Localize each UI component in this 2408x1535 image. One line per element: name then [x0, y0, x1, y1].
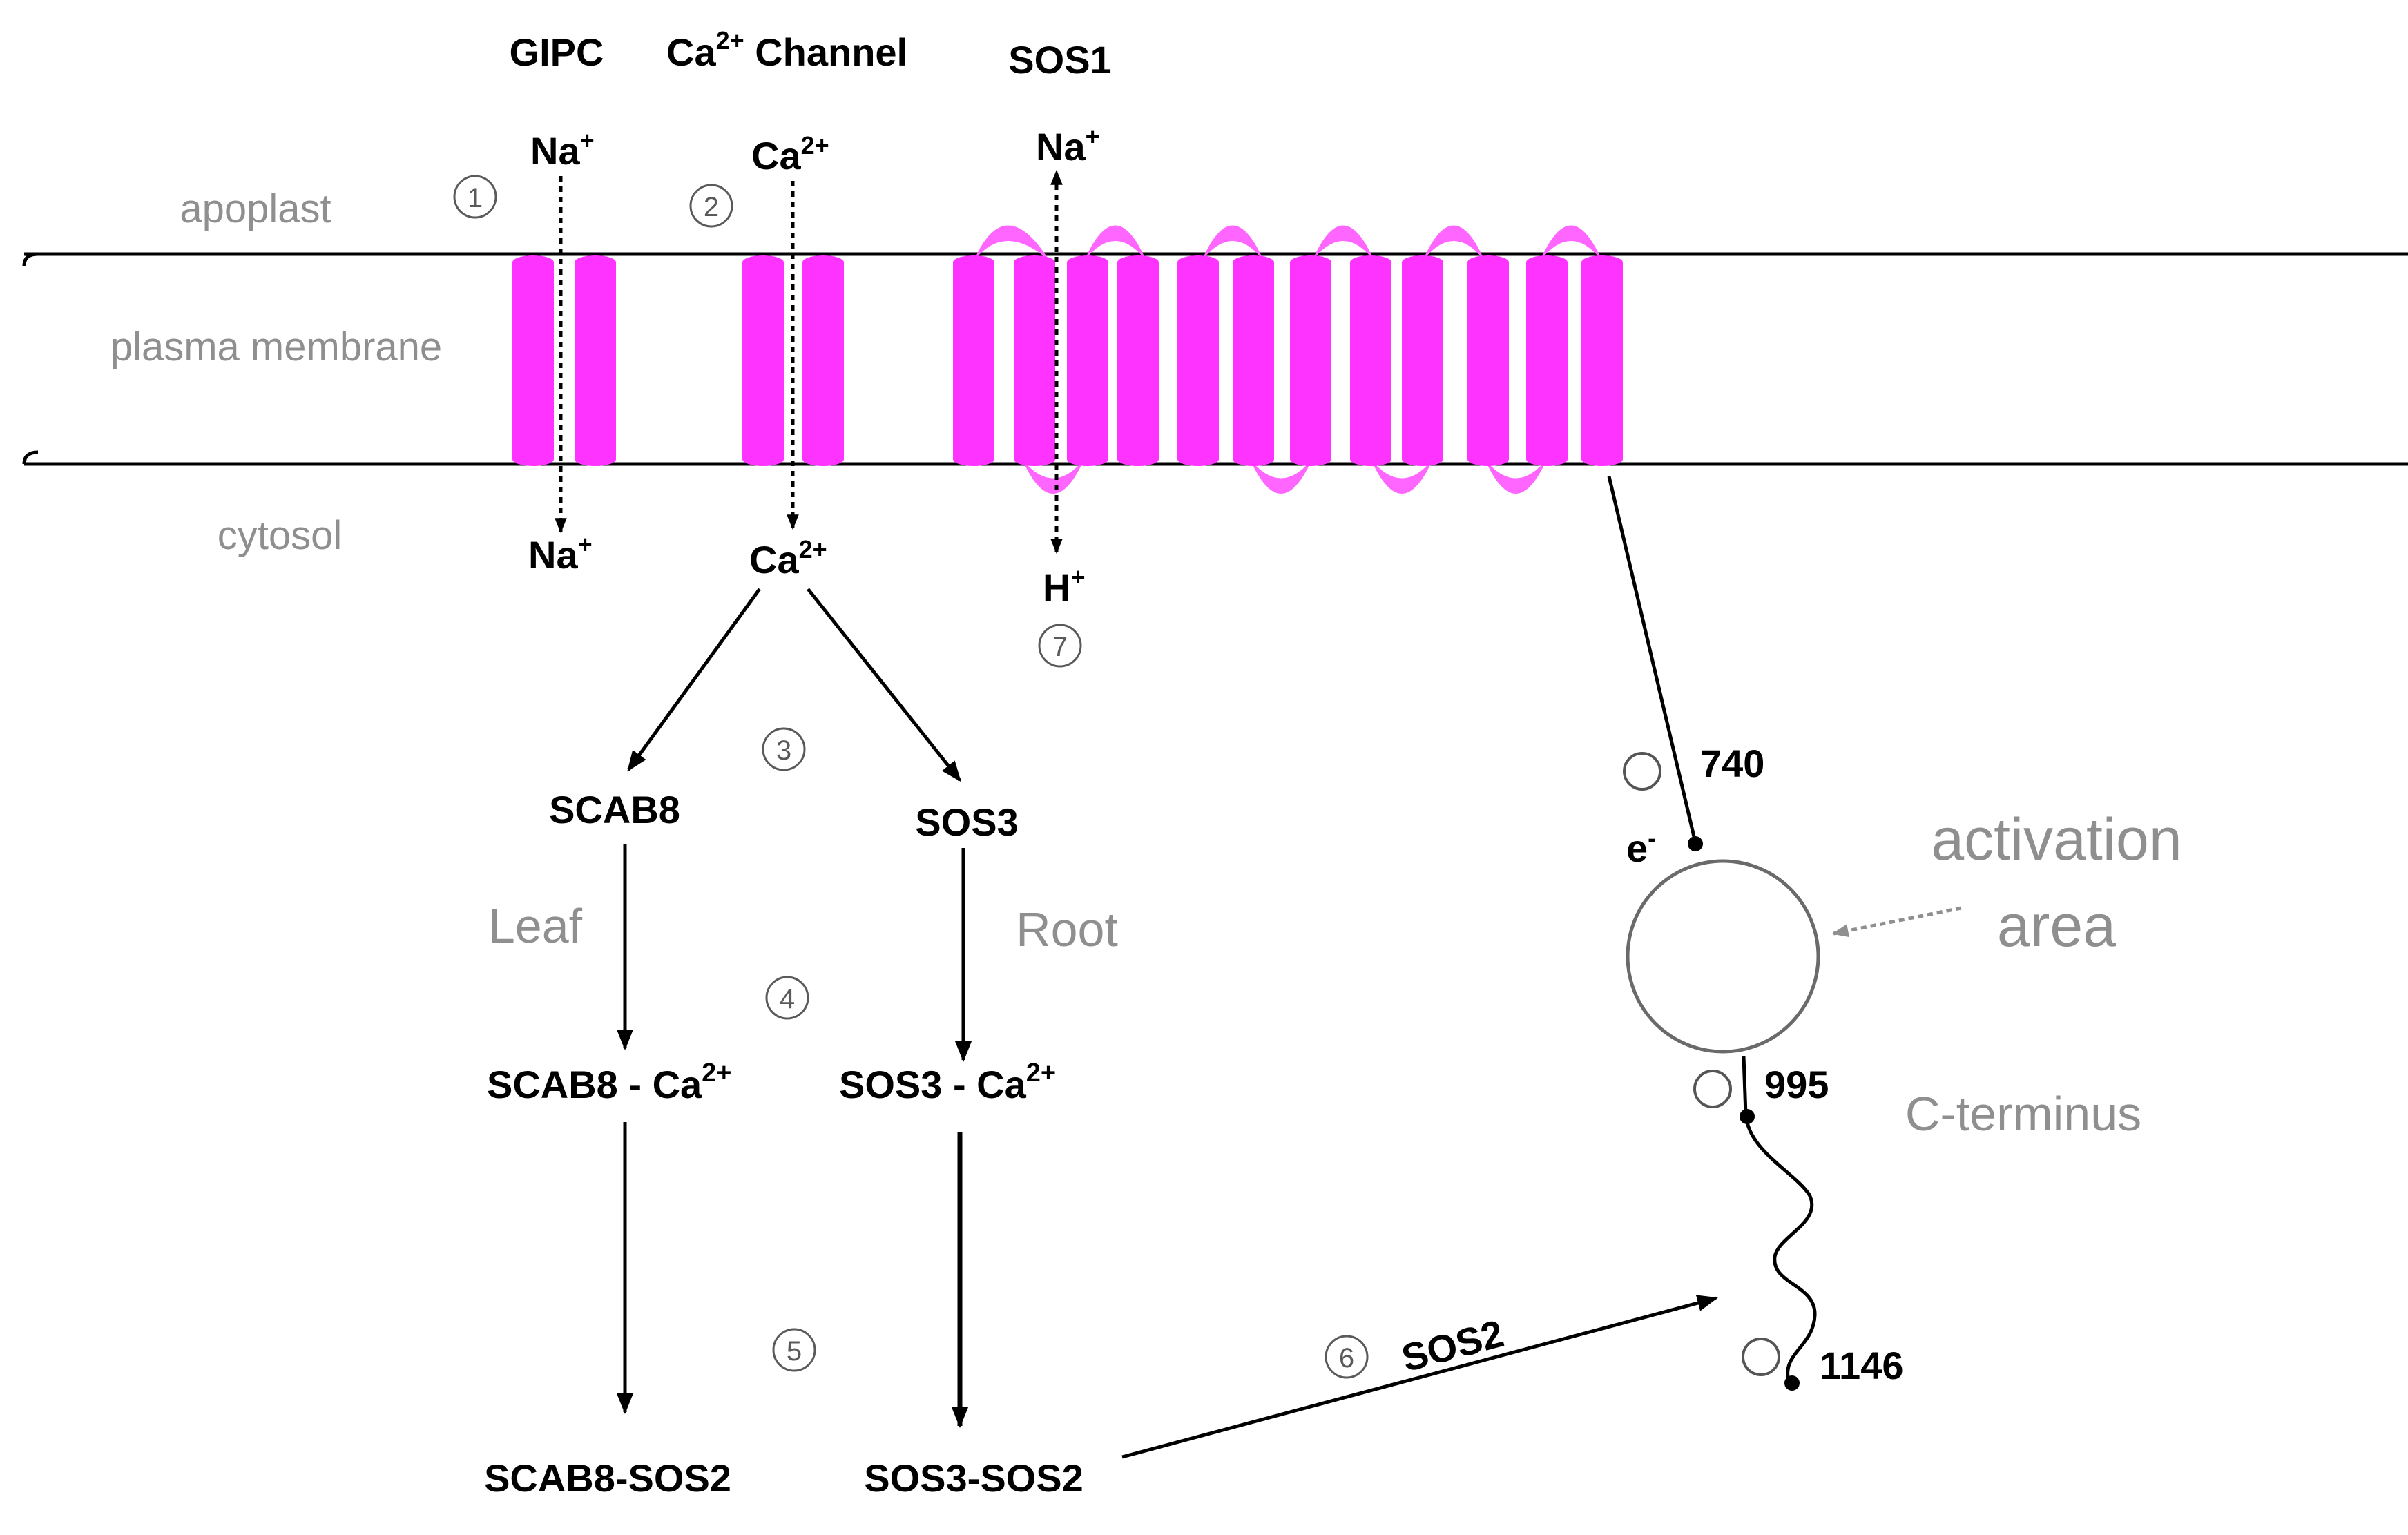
ca-ion-apoplast: Ca2+: [751, 131, 829, 177]
residue-995-label: 995: [1764, 1063, 1829, 1106]
activation-domain-circle: [1626, 859, 1820, 1054]
plasma-membrane-label: plasma membrane: [110, 325, 442, 369]
scab8-sos2-label: SCAB8-SOS2: [484, 1456, 731, 1500]
ca-channel: [742, 255, 844, 466]
svg-text:7: 7: [1052, 632, 1068, 662]
svg-text:5: 5: [787, 1336, 802, 1367]
sos1-loops: [974, 225, 1602, 494]
apoplast-label: apoplast: [180, 186, 331, 231]
residue-740-dot: [1688, 836, 1703, 851]
electron-label: e-: [1626, 824, 1656, 870]
step-1-marker: 1: [453, 175, 497, 219]
residue-740-site: [1623, 752, 1661, 791]
svg-text:6: 6: [1339, 1343, 1354, 1373]
residue-1146-site: [1742, 1338, 1780, 1376]
scab8-ca-complex-label: SCAB8 - Ca2+: [487, 1059, 732, 1106]
residue-995-site: [1693, 1070, 1732, 1108]
root-label: Root: [1016, 902, 1118, 956]
svg-text:2: 2: [704, 192, 719, 222]
sos1-transmembrane-helices: [953, 255, 1623, 466]
step-6-marker: 6: [1325, 1335, 1369, 1379]
ca-ion-cytosol: Ca2+: [749, 535, 827, 581]
residue-1146-dot: [1784, 1375, 1800, 1391]
cytosol-label: cytosol: [218, 513, 343, 558]
activation-area-label-2: area: [1997, 893, 2116, 959]
svg-text:3: 3: [776, 735, 791, 766]
tail-segment-995: [1742, 1056, 1748, 1116]
sos1-cytosolic-tail: [1607, 476, 1697, 843]
step-7-marker: 7: [1038, 624, 1082, 668]
sos3-label: SOS3: [915, 800, 1018, 844]
residue-740-label: 740: [1700, 742, 1764, 785]
h-ion-cytosol: H+: [1043, 563, 1085, 609]
activation-pointer-arrow: [1831, 906, 1962, 938]
membrane-inner-line: [22, 450, 2408, 466]
c-terminus-label: C-terminus: [1905, 1087, 2141, 1141]
sos3-sos2-label: SOS3-SOS2: [864, 1456, 1083, 1500]
gipc-channel: [512, 255, 616, 466]
gipc-label: GIPC: [510, 30, 604, 74]
membrane-outer-line: [22, 252, 2408, 267]
na-ion-apoplast: Na+: [530, 126, 595, 173]
ca-to-sos3-arrow: [807, 588, 961, 782]
ca-to-scab8-arrow: [626, 588, 762, 772]
svg-text:1: 1: [468, 183, 483, 213]
disordered-tail: [1745, 1121, 1817, 1382]
na-ion-cytosol: Na+: [528, 530, 593, 577]
residue-995-dot: [1740, 1109, 1755, 1124]
ca-channel-label: Ca2+ Channel: [666, 26, 907, 74]
sos1-label: SOS1: [1008, 38, 1111, 81]
step-2-marker: 2: [689, 184, 733, 228]
na-ion-sos1: Na+: [1036, 122, 1100, 168]
residue-1146-label: 1146: [1820, 1344, 1904, 1387]
scab8-label: SCAB8: [549, 788, 680, 831]
step-5-marker: 5: [772, 1328, 816, 1372]
svg-text:4: 4: [780, 984, 795, 1014]
activation-area-label-1: activation: [1931, 807, 2181, 873]
sos3-ca-complex-label: SOS3 - Ca2+: [839, 1059, 1056, 1106]
step-4-marker: 4: [765, 976, 809, 1020]
leaf-label: Leaf: [488, 899, 583, 953]
sos2-to-cterminus-arrow: [1121, 1295, 1718, 1459]
step-3-marker: 3: [762, 727, 806, 771]
